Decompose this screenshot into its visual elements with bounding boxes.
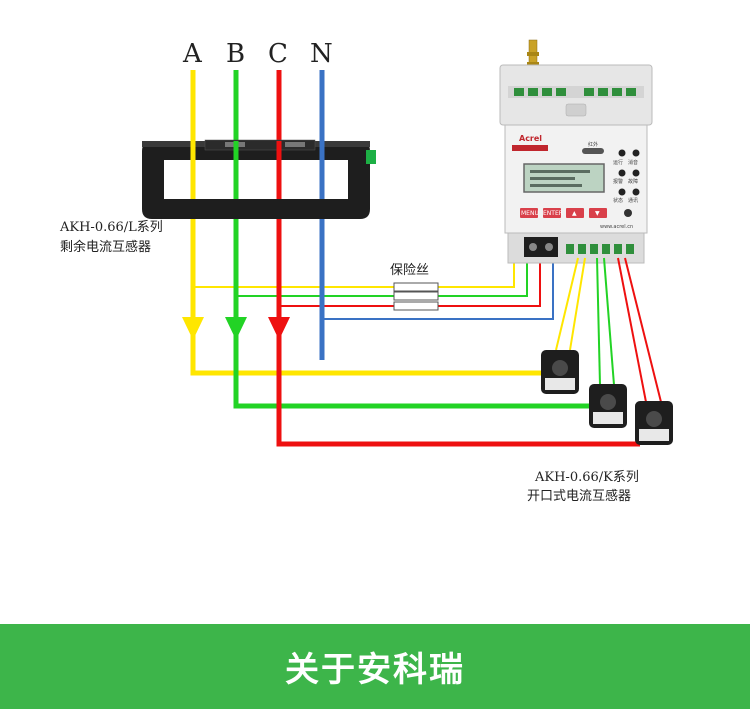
fuse-b [393,291,439,301]
feeder-wires [193,258,554,320]
ct-terminal-block [366,150,376,164]
split-ct-model: AKH-0.66/K系列 [534,470,639,485]
phase-label-n: N [310,39,333,69]
side-label-2: 消音 [628,159,638,166]
split-ct-c [635,401,673,445]
phase-wire-c [276,70,640,447]
split-ct-name: 开口式电流互感器 [527,488,631,504]
phase-wires [190,70,640,447]
banner-title: 关于安科瑞 [285,650,465,690]
infrared-sensor-icon [624,209,632,217]
phase-label-c: C [268,39,288,69]
indicator-label: 红外 [588,141,598,148]
side-label-1: 运行 [613,159,623,166]
down-button-label: ▼ [595,210,600,217]
device-website: www.acrel.cn [600,224,633,230]
residual-ct-name: 剩余电流互感器 [60,239,151,255]
phase-label-a: A [182,39,203,69]
fuse-a [393,282,439,292]
power-terminal [524,237,558,257]
ct-terminals [566,244,634,254]
enter-button-label: ENTER [543,210,563,217]
side-label-6: 通讯 [628,197,638,204]
arrow-b [225,317,247,340]
residual-current-transformer [142,139,376,219]
fuse-group: 保险丝 [390,263,439,311]
down-button [589,208,607,218]
fuse-c [393,301,439,311]
residual-ct-model: AKH-0.66/L系列 [59,220,163,235]
side-label-3: 报警 [613,178,623,185]
wiring-diagram: A B C N 保险丝 AKH- [59,39,673,504]
split-ct-b [589,384,627,428]
feeder-wire-n [322,258,554,320]
side-label-5: 状态 [613,197,623,204]
feeder-wire-a [193,258,515,288]
monitoring-device: Acrel 红外 运行 消音 报警 故障 状态 通讯 MENU ENT [499,39,653,264]
arrow-a [182,317,204,340]
feeder-wire-b [236,258,528,297]
phase-wire-a [190,70,548,376]
menu-button [520,208,538,218]
device-buttons: MENU ENTER ▲ ▼ [520,208,607,218]
up-button-label: ▲ [572,210,577,217]
enter-button [543,208,561,218]
phase-label-b: B [226,39,245,69]
fuse-label: 保险丝 [390,263,429,278]
side-label-4: 故障 [628,178,638,185]
ct-lead-wires [555,257,662,403]
feeder-wire-c [279,258,541,307]
up-button [566,208,584,218]
device-brand: Acrel [519,134,542,143]
arrow-c [268,317,290,340]
phase-wire-b [233,70,598,409]
about-banner: 关于安科瑞 [0,624,750,709]
split-ct-a [541,350,579,394]
menu-button-label: MENU [521,210,539,217]
